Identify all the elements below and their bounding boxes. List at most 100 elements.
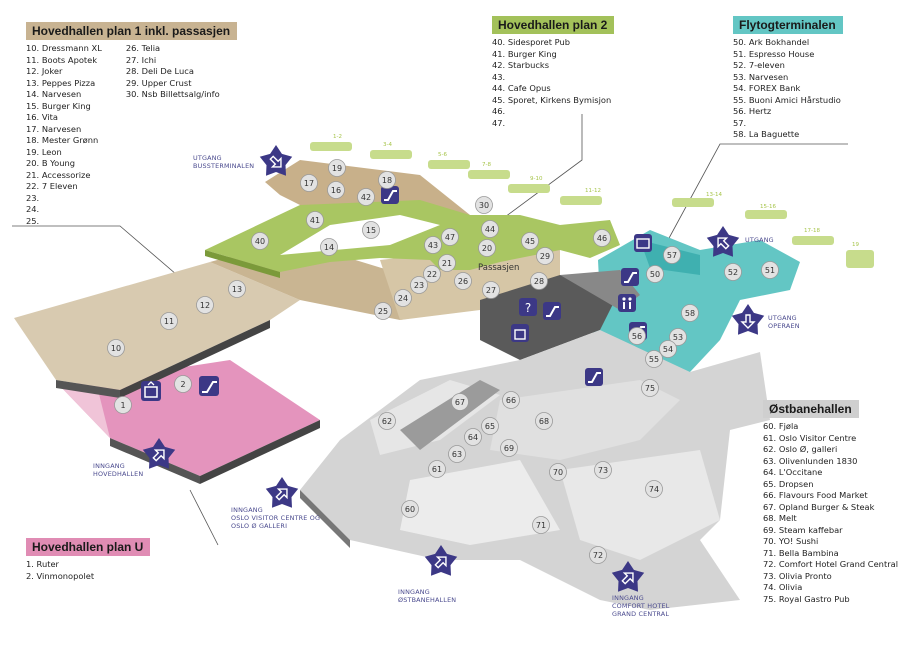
shop-marker-72[interactable]: 72 [589,546,607,564]
shop-marker-circle [593,229,611,247]
shop-marker-46[interactable]: 46 [593,229,611,247]
shop-marker-54[interactable]: 54 [659,340,677,358]
shop-number: 17 [304,179,314,188]
passasjen-label: Passasjen [478,263,519,273]
shop-marker-23[interactable]: 23 [410,276,428,294]
shop-marker-20[interactable]: 20 [478,239,496,257]
shop-marker-42[interactable]: 42 [357,188,375,206]
shop-marker-52[interactable]: 52 [724,263,742,281]
shop-marker-63[interactable]: 63 [448,445,466,463]
shop-number: 71 [536,521,546,530]
legend-entry: 66. Flavours Food Market [763,490,868,500]
shop-marker-circle [228,280,246,298]
shop-number: 12 [200,301,210,310]
entrance-label: OPERAEN [768,322,800,330]
shop-marker-58[interactable]: 58 [681,304,699,322]
entrance-label: INNGANG [398,588,430,596]
shop-marker-25[interactable]: 25 [374,302,392,320]
legend-entry: 55. Buoni Amici Hårstudio [733,94,841,105]
entrance-label: INNGANG [231,506,263,514]
shop-marker-75[interactable]: 75 [641,379,659,397]
shop-marker-29[interactable]: 29 [536,247,554,265]
shop-marker-27[interactable]: 27 [482,281,500,299]
shop-marker-43[interactable]: 43 [424,236,442,254]
shop-marker-1[interactable]: 1 [114,396,132,414]
shop-marker-10[interactable]: 10 [107,339,125,357]
legend-planu-title: Hovedhallen plan U [26,538,151,556]
shop-marker-57[interactable]: 57 [663,246,681,264]
shop-marker-71[interactable]: 71 [532,516,550,534]
shop-marker-30[interactable]: 30 [475,196,493,214]
shop-marker-24[interactable]: 24 [394,289,412,307]
shop-marker-73[interactable]: 73 [594,461,612,479]
shop-marker-12[interactable]: 12 [196,296,214,314]
shop-marker-66[interactable]: 66 [502,391,520,409]
shop-marker-circle [500,439,518,457]
shop-marker-28[interactable]: 28 [530,272,548,290]
shop-number: 1 [120,401,125,410]
entrance-label: COMFORT HOTEL [612,602,670,610]
shop-marker-40[interactable]: 40 [251,232,269,250]
shop-marker-11[interactable]: 11 [160,312,178,330]
shop-marker-60[interactable]: 60 [401,500,419,518]
shop-marker-61[interactable]: 61 [428,460,446,478]
shop-marker-circle [481,220,499,238]
legend-entry: 53. Narvesen [733,71,789,82]
shop-marker-64[interactable]: 64 [464,428,482,446]
shop-marker-67[interactable]: 67 [451,393,469,411]
entrance-label: BUSSTERMINALEN [193,162,254,170]
shop-marker-41[interactable]: 41 [306,211,324,229]
legend-entry: 52. 7-eleven [733,60,785,70]
legend-entry: 73. Olivia Pronto [763,570,832,581]
shop-marker-19[interactable]: 19 [328,159,346,177]
shop-marker-22[interactable]: 22 [423,265,441,283]
legend-entry: 45. Sporet, Kirkens Bymisjon [492,94,612,105]
shop-marker-62[interactable]: 62 [378,412,396,430]
shop-number: 26 [458,277,468,286]
entrance-star-icon [142,438,176,469]
shop-marker-74[interactable]: 74 [645,480,663,498]
elevator-icon [141,381,161,401]
shop-marker-47[interactable]: 47 [441,228,459,246]
shop-marker-14[interactable]: 14 [320,238,338,256]
shop-marker-51[interactable]: 51 [761,261,779,279]
legend-entry: 63. Olivenlunden 1830 [763,455,858,466]
shop-marker-50[interactable]: 50 [646,265,664,283]
entrance-flytog[interactable]: UTGANG [706,226,774,257]
shop-marker-circle [410,276,428,294]
shop-marker-circle [641,379,659,397]
shop-marker-70[interactable]: 70 [549,463,567,481]
shop-marker-55[interactable]: 55 [645,350,663,368]
shop-marker-56[interactable]: 56 [628,327,646,345]
legend-entry: 11. Boots Apotek [26,54,98,65]
shop-marker-26[interactable]: 26 [454,272,472,290]
svg-text:?: ? [525,301,531,315]
shop-marker-circle [663,246,681,264]
shop-marker-68[interactable]: 68 [535,412,553,430]
legend-entry: 64. L'Occitane [763,467,823,477]
shop-marker-15[interactable]: 15 [362,221,380,239]
shop-marker-53[interactable]: 53 [669,328,687,346]
shop-marker-13[interactable]: 13 [228,280,246,298]
shop-marker-69[interactable]: 69 [500,439,518,457]
shop-marker-circle [428,460,446,478]
shop-marker-17[interactable]: 17 [300,174,318,192]
shop-marker-circle [362,221,380,239]
shop-marker-44[interactable]: 44 [481,220,499,238]
shop-marker-45[interactable]: 45 [521,232,539,250]
shop-marker-65[interactable]: 65 [481,417,499,435]
shop-marker-21[interactable]: 21 [438,254,456,272]
shop-marker-2[interactable]: 2 [174,375,192,393]
shop-marker-18[interactable]: 18 [378,171,396,189]
legend-entry: 47. [492,117,506,128]
shop-marker-16[interactable]: 16 [327,181,345,199]
